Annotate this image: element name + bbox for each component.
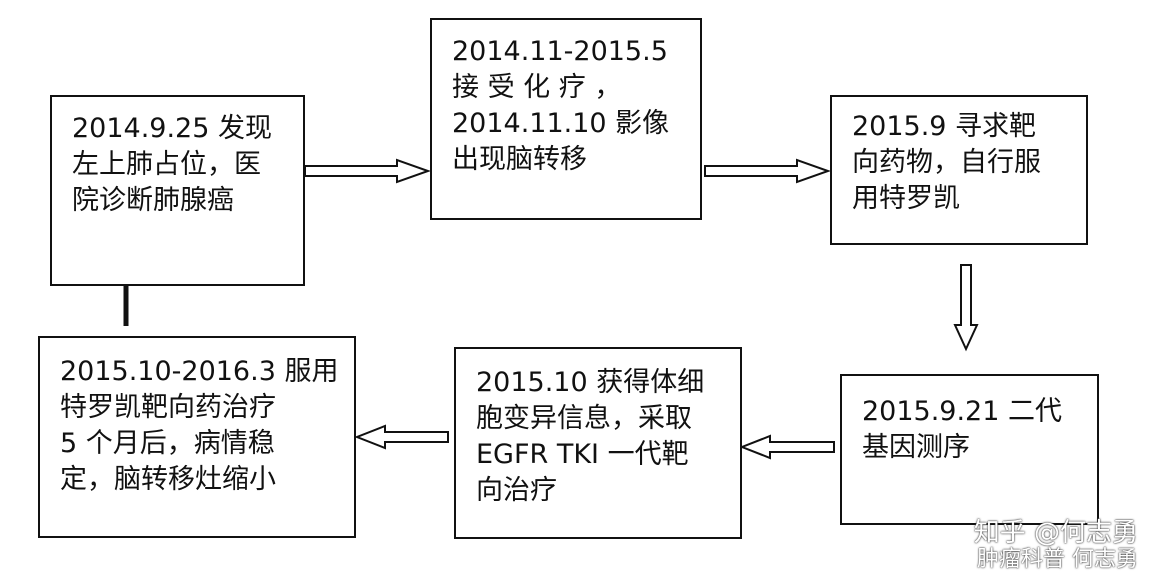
node-n2-line-4: 出现脑转移 [452, 144, 587, 175]
node-n5-line-2: 胞变异信息，采取 [476, 403, 692, 434]
node-n4-line-2: 基因测序 [862, 432, 970, 463]
arrow-n3-to-n4 [953, 264, 979, 352]
node-n2: 2014.11-2015.5 接 受 化 疗 ， 2014.11.10 影像 出… [430, 18, 702, 220]
node-n3: 2015.9 寻求靶 向药物，自行服 用特罗凯 [830, 95, 1088, 245]
node-n6-line-1: 2015.10-2016.3 服用 [60, 356, 339, 387]
watermark-line-2: 肿瘤科普 何志勇 [977, 547, 1138, 572]
arrow-n5-to-n6 [354, 424, 449, 450]
node-n1-line-3: 院诊断肺腺癌 [72, 185, 234, 216]
watermark-line-1: 知乎 @何志勇 [973, 518, 1138, 548]
node-n1-line-1: 2014.9.25 发现 [72, 113, 272, 144]
node-n6-line-4: 定，脑转移灶缩小 [60, 464, 276, 495]
node-n2-line-3: 2014.11.10 影像 [452, 108, 670, 139]
arrow-n2-to-n3 [704, 158, 831, 184]
node-n2-line-1: 2014.11-2015.5 [452, 36, 668, 67]
node-n5-line-3: EGFR TKI 一代靶 [476, 439, 689, 470]
node-n4-line-1: 2015.9.21 二代 [862, 396, 1062, 427]
node-n3-line-2: 向药物，自行服 [852, 147, 1041, 178]
node-n3-line-1: 2015.9 寻求靶 [852, 111, 1037, 142]
arrow-n1-to-n2 [304, 158, 431, 184]
node-n3-line-3: 用特罗凯 [852, 183, 960, 214]
node-n5-line-4: 向治疗 [476, 475, 557, 506]
node-n6: 2015.10-2016.3 服用 特罗凯靶向药治疗 5 个月后，病情稳 定，脑… [38, 336, 356, 538]
arrow-n4-to-n5 [739, 434, 835, 460]
node-n6-line-3: 5 个月后，病情稳 [60, 428, 275, 459]
node-n1: 2014.9.25 发现 左上肺占位，医 院诊断肺腺癌 [50, 95, 305, 286]
node-n6-line-2: 特罗凯靶向药治疗 [60, 392, 276, 423]
node-n5-line-1: 2015.10 获得体细 [476, 367, 705, 398]
node-n1-line-2: 左上肺占位，医 [72, 149, 261, 180]
watermark: 知乎 @何志勇 肿瘤科普 何志勇 [974, 518, 1138, 572]
node-n5: 2015.10 获得体细 胞变异信息，采取 EGFR TKI 一代靶 向治疗 [454, 347, 742, 539]
node-n2-line-2: 接 受 化 疗 ， [452, 72, 622, 103]
node-n4: 2015.9.21 二代 基因测序 [840, 374, 1099, 525]
